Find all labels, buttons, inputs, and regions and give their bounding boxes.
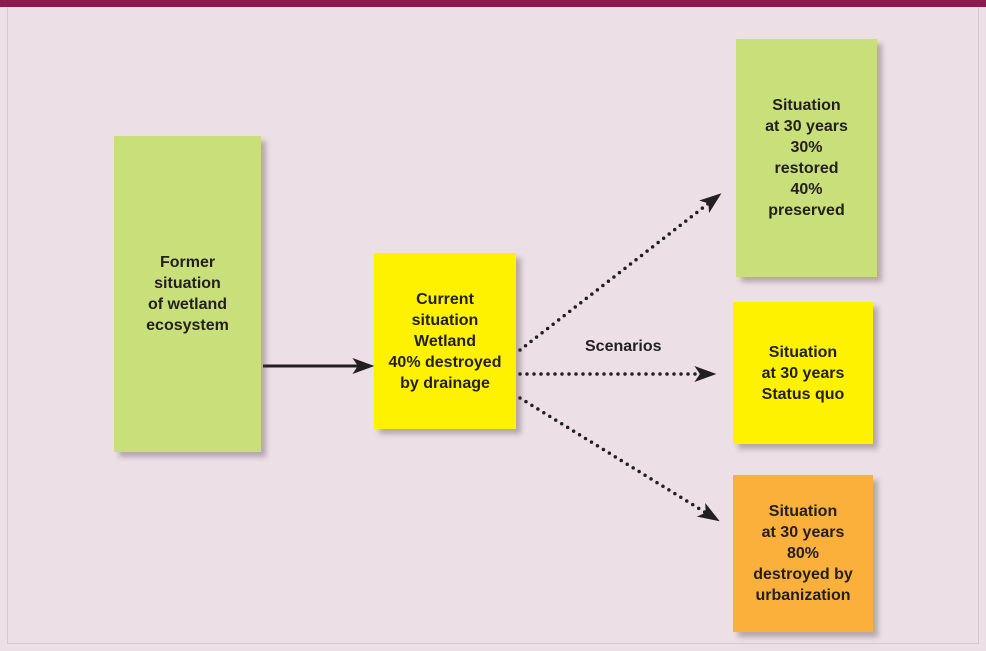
arrow-current-to-restored (518, 193, 722, 352)
current-situation-box: Current situation Wetland 40% destroyed … (374, 253, 516, 429)
top-accent-bar (0, 0, 986, 7)
restored-scenario-box: Situation at 30 years 30% restored 40% p… (736, 39, 877, 277)
restored-scenario-text: Situation at 30 years 30% restored 40% p… (765, 97, 848, 219)
diagram-frame (7, 7, 979, 644)
arrow-current-to-urbanization (518, 396, 720, 522)
status-quo-scenario-text: Situation at 30 years Status quo (761, 343, 845, 403)
scenarios-label: Scenarios (585, 338, 662, 355)
former-situation-box: Former situation of wetland ecosystem (114, 136, 261, 452)
urbanization-scenario-box: Situation at 30 years 80% destroyed by u… (733, 475, 873, 632)
urbanization-scenario-text: Situation at 30 years 80% destroyed by u… (753, 503, 853, 604)
current-situation-text: Current situation Wetland 40% destroyed … (388, 290, 502, 392)
former-situation-text: Former situation of wetland ecosystem (146, 254, 229, 334)
status-quo-scenario-box: Situation at 30 years Status quo (733, 302, 873, 444)
